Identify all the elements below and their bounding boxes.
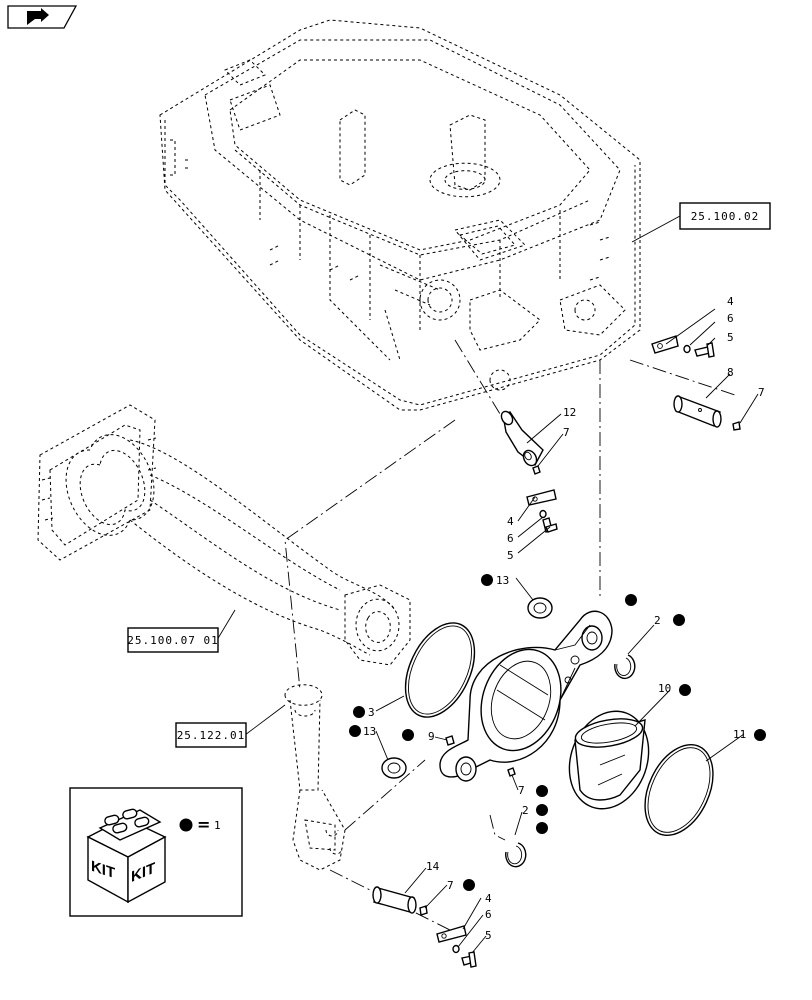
grease-nipple-7-center bbox=[532, 465, 541, 475]
front-axle-housing bbox=[37, 404, 411, 666]
grease-nipple-7-lower bbox=[507, 767, 516, 777]
grease-nipple-7-bottom bbox=[419, 905, 428, 916]
kit-marker-dot bbox=[754, 729, 766, 741]
next-page-arrow-icon bbox=[7, 5, 78, 29]
snap-ring-2-upper bbox=[614, 654, 636, 680]
callout-7: 7 bbox=[518, 784, 525, 797]
bolt-5-center bbox=[542, 517, 558, 533]
callout-3: 3 bbox=[368, 706, 375, 719]
kit-marker-dot bbox=[349, 725, 361, 737]
kit-marker-dot bbox=[179, 818, 193, 832]
o-ring-3 bbox=[404, 622, 476, 718]
reference-label: 25.100.07 01 bbox=[127, 634, 218, 647]
bushing-13-lower bbox=[381, 757, 407, 779]
pivot-pin-12 bbox=[500, 410, 544, 467]
callout-2: 2 bbox=[654, 614, 661, 627]
transmission-housing bbox=[159, 19, 641, 411]
kit-box-icon: KIT KIT bbox=[86, 808, 167, 904]
callout-10: 10 bbox=[658, 682, 671, 695]
axle-support-carrier bbox=[439, 610, 613, 782]
pivot-pin-8 bbox=[673, 395, 722, 428]
callout-9: 9 bbox=[428, 730, 435, 743]
callout-11: 11 bbox=[733, 728, 746, 741]
grease-nipple-7-top bbox=[732, 421, 741, 431]
o-ring-11 bbox=[644, 743, 714, 837]
callout-6: 6 bbox=[727, 312, 734, 325]
callout-7: 7 bbox=[563, 426, 570, 439]
kit-marker-dot bbox=[679, 684, 691, 696]
reference-box-25-100-02[interactable]: 25.100.02 bbox=[631, 202, 771, 243]
kit-marker-dot bbox=[673, 614, 685, 626]
washer-6-center bbox=[539, 509, 547, 519]
kit-legend: KIT KIT = 1 bbox=[69, 787, 243, 917]
kit-marker-dot bbox=[536, 785, 548, 797]
kit-marker-dot bbox=[402, 729, 414, 741]
callout-13: 13 bbox=[496, 574, 509, 587]
callout-6: 6 bbox=[507, 532, 514, 545]
bolt-5-bottom bbox=[461, 951, 477, 968]
kit-marker-dot bbox=[536, 804, 548, 816]
kit-marker-dot bbox=[463, 879, 475, 891]
reference-box-25-100-07-01[interactable]: 25.100.07 01 bbox=[127, 609, 236, 653]
bolt-5-top bbox=[694, 342, 715, 358]
sleeve-10 bbox=[568, 710, 650, 810]
callout-7: 7 bbox=[758, 386, 765, 399]
callout-14: 14 bbox=[426, 860, 440, 873]
steering-cylinder bbox=[284, 684, 346, 871]
next-page-button[interactable] bbox=[7, 4, 78, 30]
callout-4: 4 bbox=[507, 515, 514, 528]
reference-box-25-122-01[interactable]: 25.122.01 bbox=[175, 704, 286, 748]
washer-6-top bbox=[683, 344, 691, 354]
bushing-13-upper bbox=[527, 597, 553, 619]
retaining-plate-4-bottom bbox=[436, 925, 467, 943]
callout-4: 4 bbox=[485, 892, 492, 905]
callout-8: 8 bbox=[727, 366, 734, 379]
reference-label: 25.100.02 bbox=[691, 210, 760, 223]
grease-nipple-9 bbox=[445, 735, 455, 746]
kit-marker-dot bbox=[353, 706, 365, 718]
callout-12: 12 bbox=[563, 406, 576, 419]
kit-marker-dot bbox=[536, 822, 548, 834]
kit-marker-dot bbox=[625, 594, 637, 606]
callout-4: 4 bbox=[727, 295, 734, 308]
callout-13: 13 bbox=[363, 725, 376, 738]
callout-labels: 4 6 5 8 7 12 7 4 6 5 13 2 10 11 3 13 9 7… bbox=[349, 295, 766, 942]
pivot-pin-14 bbox=[372, 886, 417, 914]
callout-6: 6 bbox=[485, 908, 492, 921]
retaining-plate-4-center bbox=[526, 489, 557, 506]
callout-2: 2 bbox=[522, 804, 529, 817]
reference-label: 25.122.01 bbox=[177, 729, 246, 742]
callout-leaders bbox=[375, 308, 759, 954]
callout-5: 5 bbox=[507, 549, 514, 562]
legend-equals: = bbox=[197, 815, 210, 834]
legend-value: 1 bbox=[214, 819, 221, 832]
kit-marker-dot bbox=[481, 574, 493, 586]
callout-7: 7 bbox=[447, 879, 454, 892]
callout-5: 5 bbox=[485, 929, 492, 942]
washer-6-bottom bbox=[452, 944, 460, 954]
callout-5: 5 bbox=[727, 331, 734, 344]
snap-ring-2-lower bbox=[505, 842, 527, 868]
